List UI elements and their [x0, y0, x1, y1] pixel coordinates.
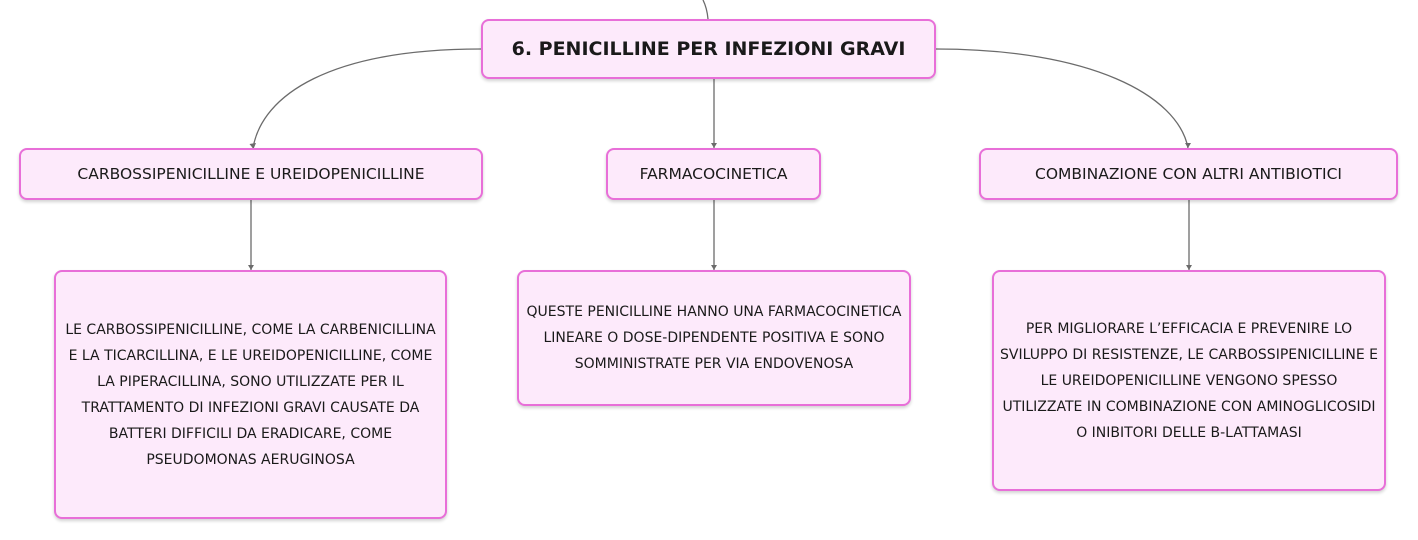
topic-label: COMBINAZIONE CON ALTRI ANTIBIOTICI	[1035, 165, 1342, 183]
detail-node-carbossipenicilline[interactable]: LE CARBOSSIPENICILLINE, COME LA CARBENIC…	[54, 270, 447, 519]
arrowhead-detail-1	[248, 265, 254, 270]
arrowhead-topic-2	[711, 143, 717, 148]
topic-node-carbossipenicilline[interactable]: CARBOSSIPENICILLINE E UREIDOPENICILLINE	[19, 148, 483, 200]
connector-root-to-topic-3	[935, 48, 1189, 149]
root-title: 6. PENICILLINE PER INFEZIONI GRAVI	[511, 38, 906, 60]
detail-node-combinazione[interactable]: PER MIGLIORARE L’EFFICACIA E PREVENIRE L…	[992, 270, 1386, 491]
arrowhead-topic-1	[249, 143, 256, 149]
topic-node-farmacocinetica[interactable]: FARMACOCINETICA	[606, 148, 821, 200]
detail-text: PER MIGLIORARE L’EFFICACIA E PREVENIRE L…	[1000, 320, 1378, 441]
topic-node-combinazione[interactable]: COMBINAZIONE CON ALTRI ANTIBIOTICI	[979, 148, 1398, 200]
detail-text: QUESTE PENICILLINE HANNO UNA FARMACOCINE…	[526, 304, 902, 372]
detail-node-farmacocinetica[interactable]: QUESTE PENICILLINE HANNO UNA FARMACOCINE…	[517, 270, 911, 406]
connector-root-to-topic-1	[252, 48, 482, 149]
arrowhead-detail-2	[711, 265, 717, 270]
connector-parent-to-root	[702, 0, 709, 20]
root-node[interactable]: 6. PENICILLINE PER INFEZIONI GRAVI	[481, 19, 936, 79]
detail-text: LE CARBOSSIPENICILLINE, COME LA CARBENIC…	[65, 321, 436, 468]
topic-label: FARMACOCINETICA	[639, 165, 788, 183]
arrowhead-topic-3	[1185, 143, 1191, 148]
topic-label: CARBOSSIPENICILLINE E UREIDOPENICILLINE	[77, 165, 425, 183]
arrowhead-detail-3	[1186, 265, 1192, 270]
